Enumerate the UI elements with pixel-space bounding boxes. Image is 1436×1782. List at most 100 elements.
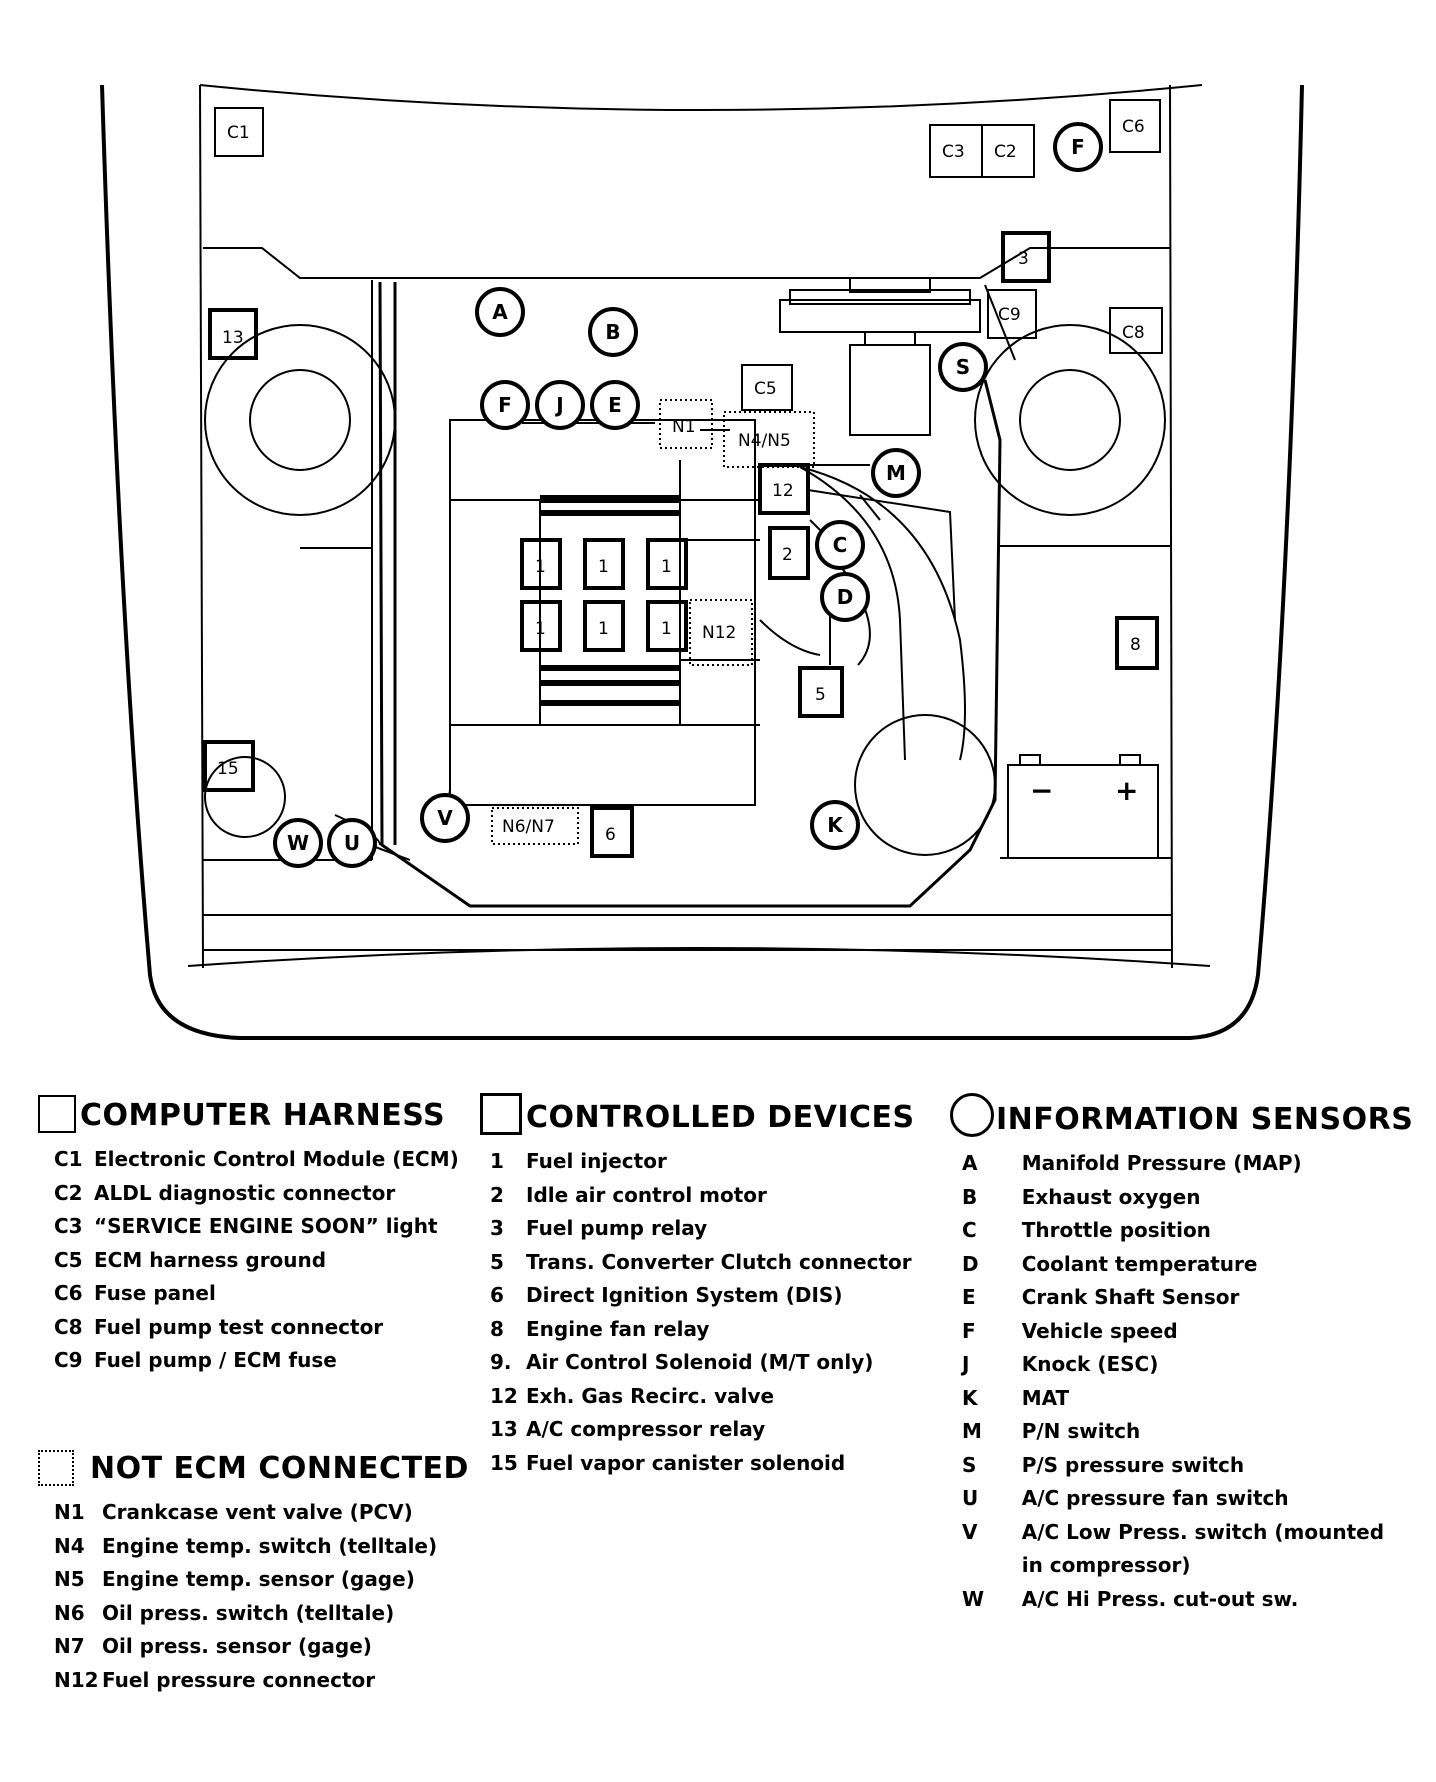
device-2-label: 2 <box>782 545 793 565</box>
item-text: Knock (ESC) <box>1021 1352 1159 1376</box>
c5-label: C5 <box>754 379 777 399</box>
item-text: Oil press. switch (telltale) <box>102 1600 395 1625</box>
c2-label: C2 <box>994 142 1017 162</box>
hood-line <box>199 84 1203 111</box>
sensor-f-top-circle <box>1053 122 1103 172</box>
item-text: Trans. Converter Clutch connector <box>526 1249 912 1274</box>
sensor-m-circle <box>871 448 921 498</box>
item-code: N4 <box>54 1533 85 1558</box>
item-text: P/N switch <box>1021 1419 1141 1443</box>
sensor-u-circle <box>327 818 377 868</box>
injector-3-label: 1 <box>661 557 672 577</box>
item-text: Direct Ignition System (DIS) <box>526 1283 843 1307</box>
legend-computer-harness-title: COMPUTER HARNESS <box>80 1098 446 1133</box>
c6-label: C6 <box>1122 117 1145 137</box>
item-code: C9 <box>54 1348 83 1372</box>
device-6-label: 6 <box>605 825 616 845</box>
n12-box <box>689 599 753 666</box>
item-text: Fuel vapor canister solenoid <box>526 1450 846 1475</box>
sensor-f-circle <box>480 380 530 430</box>
c9-box <box>987 289 1037 339</box>
item-text: Fuel injector <box>526 1149 667 1173</box>
injector-3-box <box>646 538 688 590</box>
item-code: 15 <box>490 1450 518 1475</box>
right-wheel <box>974 324 1166 516</box>
item-text: “SERVICE ENGINE SOON” light <box>94 1214 438 1238</box>
n6n7-label: N6/N7 <box>502 817 555 837</box>
item-text: Electronic Control Module (ECM) <box>94 1147 459 1171</box>
alternator <box>849 344 931 436</box>
sensor-b-circle <box>588 307 638 357</box>
item-text: P/S pressure switch <box>1021 1452 1245 1477</box>
battery-minus: − <box>1030 774 1053 807</box>
injector-1-label: 1 <box>535 557 546 577</box>
item-code: V <box>962 1519 978 1544</box>
list-item: N6 Oil press. switch (telltale) <box>38 1597 469 1631</box>
device-12-box <box>758 463 810 515</box>
item-code: C <box>962 1218 977 1242</box>
c8-box <box>1109 307 1163 354</box>
sensor-j-label: J <box>554 393 563 417</box>
sensor-a-label: A <box>492 300 508 324</box>
battery <box>1007 764 1159 859</box>
sensor-c-circle <box>815 520 865 570</box>
sensor-f-label: F <box>498 393 512 417</box>
engine-bay-outline <box>378 281 1002 908</box>
item-code: N6 <box>54 1600 85 1625</box>
item-code: F <box>962 1318 976 1343</box>
device-12-label: 12 <box>772 481 794 501</box>
item-code: U <box>962 1486 979 1510</box>
item-code: 3 <box>490 1216 504 1240</box>
sensor-k-label: K <box>827 813 844 837</box>
sensor-k-circle <box>810 800 860 850</box>
item-code: M <box>962 1419 982 1443</box>
device-2-box <box>768 526 810 580</box>
item-text: Manifold Pressure (MAP) <box>1021 1151 1302 1175</box>
item-text: Fuel pump test connector <box>94 1314 384 1339</box>
sensor-m-label: M <box>886 461 906 485</box>
list-item: 6 Direct Ignition System (DIS) <box>480 1279 915 1313</box>
item-code: 6 <box>490 1283 504 1307</box>
device-3-label: 3 <box>1018 249 1029 269</box>
sensor-e-label: E <box>608 393 622 417</box>
item-code: 8 <box>490 1316 504 1341</box>
sensor-e-circle <box>590 380 640 430</box>
item-code: N12 <box>54 1667 99 1692</box>
n12-label: N12 <box>702 623 736 643</box>
item-code: C8 <box>54 1314 83 1339</box>
item-code: 2 <box>490 1182 504 1207</box>
item-text: A/C Hi Press. cut-out sw. <box>1021 1586 1299 1611</box>
item-code: B <box>962 1184 978 1209</box>
device-6-box <box>590 806 634 858</box>
sensor-w-label: W <box>287 831 309 855</box>
legend-information-sensors-title: INFORMATION SENSORS <box>996 1102 1414 1137</box>
c3-label: C3 <box>942 142 965 162</box>
device-8-label: 8 <box>1130 635 1141 655</box>
vehicle-outline <box>100 84 1304 1040</box>
sensor-f-top-label: F <box>1071 135 1085 159</box>
item-text: A/C compressor relay <box>526 1417 766 1441</box>
device-8-box <box>1115 616 1159 670</box>
item-code: K <box>962 1385 978 1410</box>
n1-label: N1 <box>672 417 696 437</box>
device-5-label: 5 <box>815 685 826 705</box>
item-text: Exh. Gas Recirc. valve <box>526 1383 775 1408</box>
item-text: A/C Low Press. switch (mounted in compre… <box>1021 1519 1385 1578</box>
item-text: Oil press. sensor (gage) <box>102 1634 372 1658</box>
